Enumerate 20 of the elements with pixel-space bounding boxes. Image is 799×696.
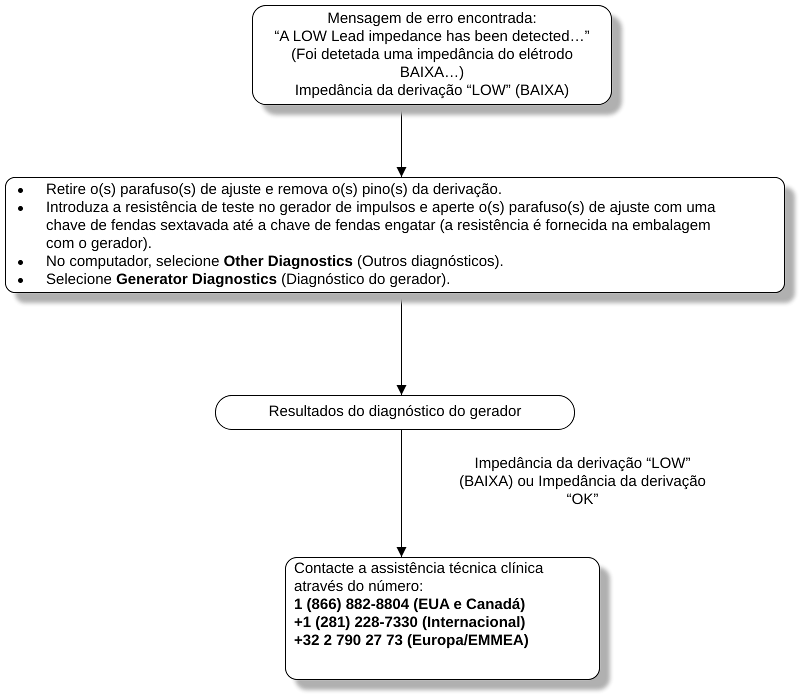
box-text: Mensagem de erro encontrada: (326, 10, 538, 28)
instruction-text: Retire o(s) parafuso(s) de ajuste e remova o(s) pino(s) da derivação. (46, 181, 502, 198)
box-text: 1 (866) 882-8804 (EUA e Canadá) (294, 596, 526, 614)
box-text: (Foi detetada uma impedância do elétrodo BAIXA…) (290, 46, 574, 82)
instruction-text: Introduza a resistência de teste no gerador de impulsos e aperte o(s) parafuso(s) de ajuste com uma chave de fendas sextavada até a chave de fendas engatar (a resistência é fornecida na embalagem com o gerador). (46, 199, 716, 252)
box-text: Contacte a assistência técnica clínica através do número: (294, 560, 544, 596)
box-text: +32 2 790 27 73 (Europa/EMMEA) (294, 632, 530, 650)
box-text: Impedância da derivação “LOW” (BAIXA) (294, 82, 570, 100)
box-text: “A LOW Lead impedance has been detected…” (273, 28, 591, 46)
arrow (396, 104, 406, 178)
process-box (285, 557, 600, 680)
instruction-text: Selecione Generator Diagnostics (Diagnóstico do gerador). (46, 271, 450, 288)
process-box (252, 5, 612, 105)
arrow (396, 292, 406, 396)
process-box (215, 395, 575, 430)
box-text: Resultados do diagnóstico do gerador (268, 403, 522, 421)
box-text: +1 (281) 228-7330 (Internacional) (294, 614, 526, 632)
instruction-text: No computador, selecione Other Diagnostics (Outros diagnósticos). (46, 253, 504, 270)
arrow (396, 430, 406, 558)
process-box (5, 177, 785, 293)
